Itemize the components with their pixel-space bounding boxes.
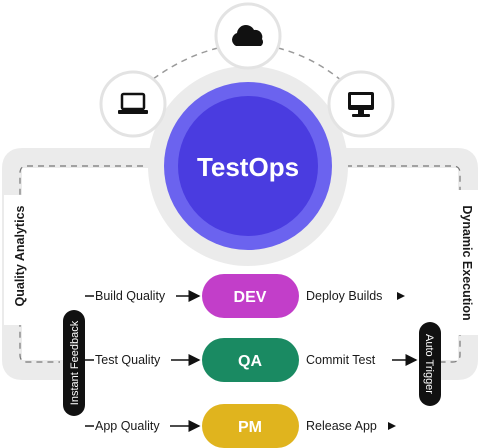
build-quality-label: Build Quality	[95, 289, 166, 303]
test-quality-label: Test Quality	[95, 353, 161, 367]
instant-feedback-pill: Instant Feedback	[63, 310, 85, 416]
deploy-builds-label: Deploy Builds	[306, 289, 382, 303]
device-monitor	[327, 70, 395, 138]
device-laptop	[99, 70, 167, 138]
auto-trigger-pill: Auto Trigger	[419, 322, 441, 406]
center-label: TestOps	[197, 152, 299, 182]
dev-pill-label: DEV	[234, 289, 267, 306]
loop-band-left	[2, 148, 165, 380]
laptop-icon	[118, 92, 148, 114]
right-label-backing	[455, 190, 481, 335]
release-app-label: Release App	[306, 419, 377, 433]
monitor-icon	[348, 92, 374, 117]
left-label-backing	[4, 195, 30, 325]
pm-pill	[202, 404, 299, 448]
center-core	[178, 96, 318, 236]
stage-row-pm: App Quality PM Release App	[85, 404, 396, 448]
loop-band-right	[335, 148, 478, 380]
auto-trigger-label: Auto Trigger	[423, 334, 435, 394]
side-label-dynamic-execution: Dynamic Execution	[460, 205, 474, 320]
dev-pill	[202, 274, 299, 318]
stage-row-qa: Test Quality QA Commit Test	[85, 338, 418, 382]
side-label-quality-analytics: Quality Analytics	[13, 205, 27, 306]
device-cloud	[214, 2, 282, 70]
commit-test-label: Commit Test	[306, 353, 376, 367]
cloud-icon	[232, 25, 263, 46]
loop-dash-left	[19, 165, 165, 363]
pm-pill-label: PM	[238, 419, 262, 436]
qa-pill-label: QA	[238, 353, 262, 370]
loop-dash-right	[335, 165, 461, 363]
instant-feedback-label: Instant Feedback	[69, 320, 81, 405]
app-quality-label: App Quality	[95, 419, 160, 433]
qa-pill	[202, 338, 299, 382]
stage-row-dev: Build Quality DEV Deploy Builds	[85, 274, 405, 318]
